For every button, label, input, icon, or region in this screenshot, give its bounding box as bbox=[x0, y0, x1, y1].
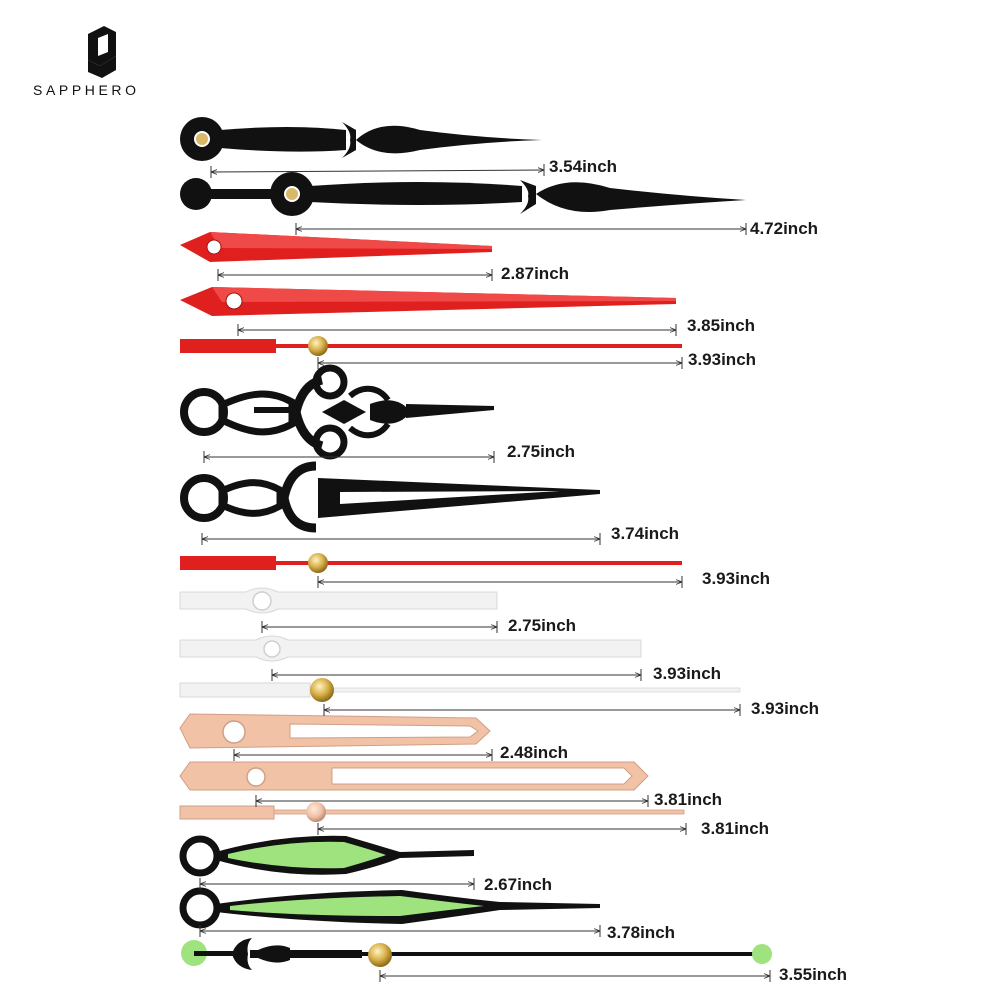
hand-9 bbox=[179, 587, 498, 614]
hand-3 bbox=[180, 232, 492, 262]
dim-label-14: 3.81inch bbox=[701, 819, 769, 838]
dimension-lines bbox=[199, 164, 771, 982]
hand-7 bbox=[180, 461, 600, 533]
dim-label-2: 4.72inch bbox=[750, 219, 818, 238]
hand-1 bbox=[180, 117, 542, 161]
dimension-line-1 bbox=[211, 170, 544, 172]
hand-13 bbox=[179, 761, 649, 791]
hand-14 bbox=[179, 802, 685, 822]
dim-label-15: 2.67inch bbox=[484, 875, 552, 894]
dim-label-6: 2.75inch bbox=[507, 442, 575, 461]
hand-11 bbox=[179, 678, 741, 702]
dim-label-10: 3.93inch bbox=[653, 664, 721, 683]
hand-2 bbox=[180, 172, 746, 216]
dim-label-7: 3.74inch bbox=[611, 524, 679, 543]
dim-label-13: 3.81inch bbox=[654, 790, 722, 809]
dim-label-1: 3.54inch bbox=[549, 157, 617, 176]
hand-5 bbox=[180, 336, 682, 356]
hand-15 bbox=[179, 835, 474, 877]
s-logo-icon bbox=[88, 26, 116, 78]
dim-label-5: 3.93inch bbox=[688, 350, 756, 369]
hand-12 bbox=[179, 713, 491, 749]
dim-label-17: 3.55inch bbox=[779, 965, 847, 984]
dim-label-8: 3.93inch bbox=[702, 569, 770, 588]
dim-label-11: 3.93inch bbox=[751, 699, 819, 718]
hand-8 bbox=[180, 553, 682, 573]
brand-name: SAPPHERO bbox=[33, 82, 140, 98]
hand-6 bbox=[180, 364, 494, 460]
hand-10 bbox=[179, 635, 642, 662]
hand-4 bbox=[180, 287, 676, 316]
dim-label-4: 3.85inch bbox=[687, 316, 755, 335]
dim-label-9: 2.75inch bbox=[508, 616, 576, 635]
dim-label-12: 2.48inch bbox=[500, 743, 568, 762]
hand-17 bbox=[181, 938, 772, 970]
hand-16 bbox=[179, 887, 600, 929]
dim-label-16: 3.78inch bbox=[607, 923, 675, 942]
dim-label-3: 2.87inch bbox=[501, 264, 569, 283]
